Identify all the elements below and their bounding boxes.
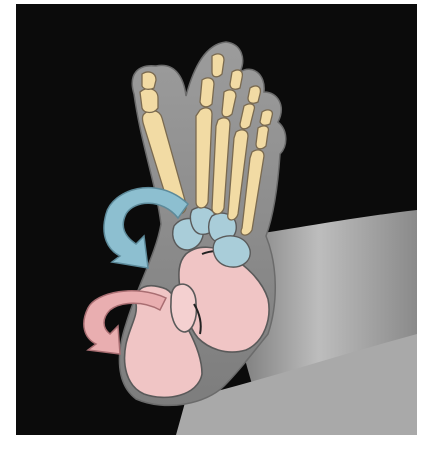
- phalanx-2a: [200, 78, 214, 107]
- phalanx-1b: [142, 72, 156, 89]
- cuboid-bone: [213, 236, 250, 267]
- navicular-bone: [171, 284, 197, 332]
- phalanx-2b: [212, 54, 224, 77]
- phalanx-5a: [256, 126, 268, 149]
- phalanx-5b: [260, 110, 272, 125]
- phalanx-4b: [248, 86, 260, 103]
- foot-anatomy-figure: [16, 4, 417, 435]
- phalanx-1a: [140, 89, 158, 113]
- phalanx-3b: [230, 70, 242, 89]
